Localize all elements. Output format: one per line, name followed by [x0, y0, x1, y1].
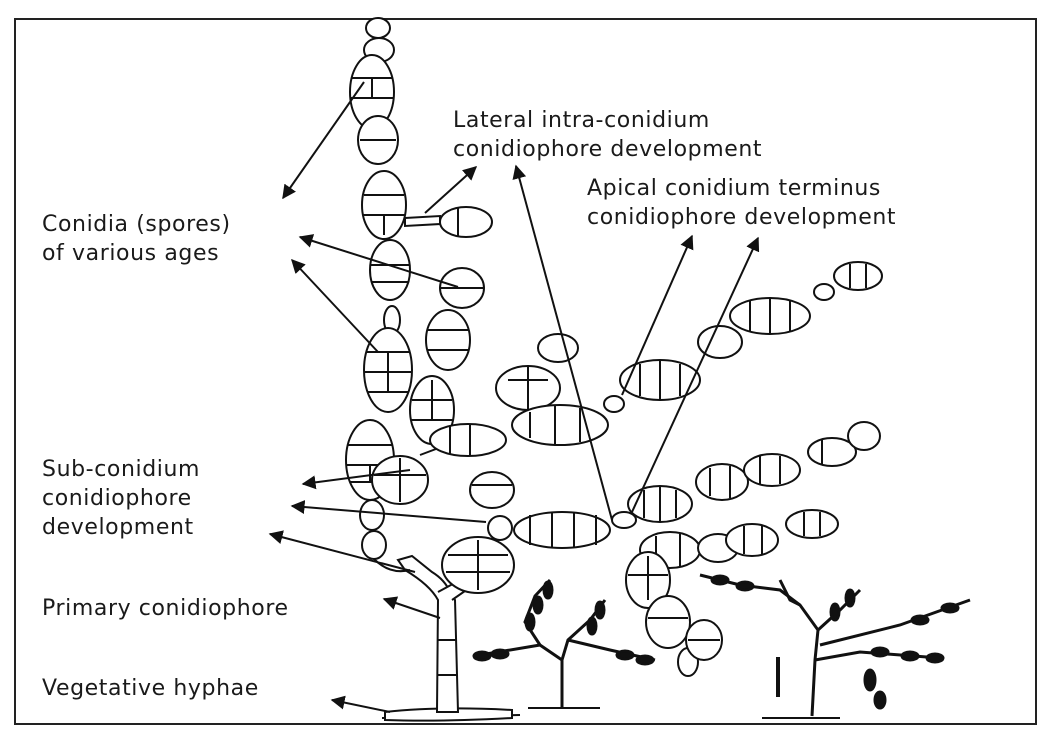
upper-branch — [430, 262, 882, 456]
sub-conidium-label: Sub-conidium conidiophore development — [42, 455, 200, 542]
apical-label-line2: conidiophore development — [587, 203, 896, 232]
sub-conidium-label-line1: Sub-conidium — [42, 455, 200, 484]
conidia-label-line2: of various ages — [42, 239, 231, 268]
apical-label: Apical conidium terminus conidiophore de… — [587, 174, 896, 232]
lateral-label-line2: conidiophore development — [453, 135, 762, 164]
sub-conidium-label-line2: conidiophore — [42, 484, 200, 513]
vegetative-hyphae-label: Vegetative hyphae — [42, 674, 259, 703]
lateral-label: Lateral intra-conidium conidiophore deve… — [453, 106, 762, 164]
primary-conidiophore-label: Primary conidiophore — [42, 594, 289, 623]
sub-conidium-label-line3: development — [42, 513, 200, 542]
conidia-label-line1: Conidia (spores) — [42, 210, 231, 239]
conidia-label: Conidia (spores) of various ages — [42, 210, 231, 268]
lateral-label-line1: Lateral intra-conidium — [453, 106, 762, 135]
apical-label-line1: Apical conidium terminus — [587, 174, 896, 203]
